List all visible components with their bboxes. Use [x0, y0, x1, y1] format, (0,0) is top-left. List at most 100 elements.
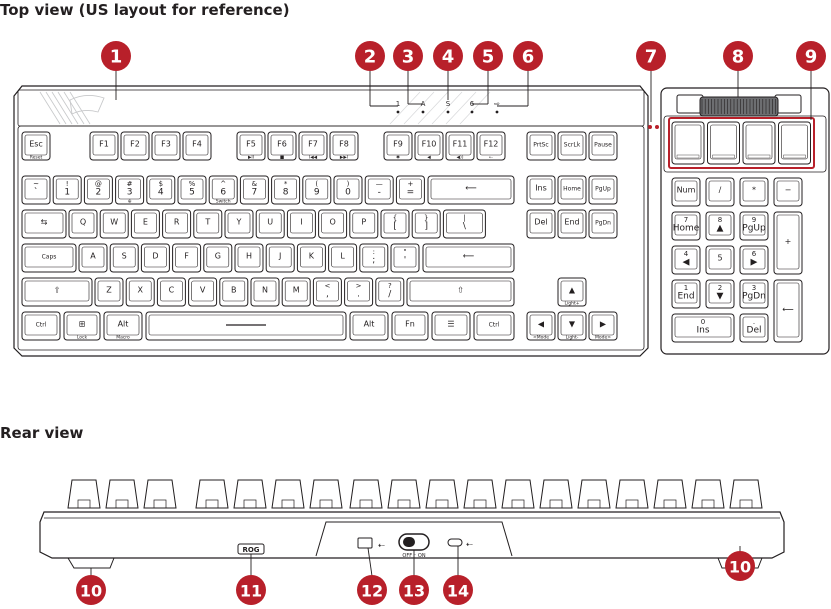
key-top	[776, 282, 800, 338]
key-label: F9	[393, 140, 403, 149]
key-top	[118, 178, 141, 200]
key-label: H	[246, 252, 252, 261]
key-top	[316, 280, 339, 302]
callout-circle	[355, 41, 385, 71]
callout-circle	[76, 575, 106, 605]
key-sublabel: ◀))	[457, 155, 464, 161]
magnetic-connector	[648, 125, 652, 129]
key-cap	[557, 131, 587, 161]
key-label-upper: (	[315, 180, 318, 188]
key-cap	[739, 211, 769, 241]
key-cap	[773, 177, 803, 207]
key-cap	[219, 277, 249, 307]
rear-keycap	[691, 479, 725, 509]
key-sublabel: Lock	[77, 335, 88, 341]
key-label-lower: '	[404, 255, 406, 265]
magnetic-connector	[655, 125, 659, 129]
key-cap	[89, 131, 119, 161]
callout-14: 14	[443, 575, 473, 605]
callout-circle	[725, 551, 755, 581]
key-home: Home	[557, 175, 587, 205]
keycap-shape	[349, 479, 383, 509]
key-top	[253, 280, 277, 302]
key-cap	[773, 211, 803, 275]
key-cap	[296, 243, 326, 273]
status-indicator-led	[470, 110, 474, 114]
key-label-lower: 2	[96, 187, 102, 197]
key-top	[394, 314, 426, 336]
key-cap	[431, 311, 471, 341]
key-cap	[193, 209, 223, 239]
callout-12: 12	[357, 575, 387, 605]
key-top	[290, 212, 313, 234]
key-label-upper: |	[463, 214, 465, 222]
key-label: D	[152, 252, 158, 261]
key-top	[268, 246, 292, 268]
key-label-lower: =	[407, 187, 415, 197]
keycap-shape	[691, 479, 725, 509]
callout-2: 2	[355, 41, 385, 71]
rear-keycap	[105, 479, 139, 509]
key-cap	[427, 175, 515, 205]
key-f1: F1	[89, 131, 119, 161]
callout-3: 3	[393, 41, 423, 71]
key-cap	[411, 209, 441, 239]
key-top	[239, 134, 263, 156]
key-top	[362, 246, 386, 268]
key-q-row-10: {[	[380, 209, 410, 239]
rear-keycap	[233, 479, 267, 509]
key-top	[529, 178, 553, 200]
key-z-row-7: <,	[312, 277, 342, 307]
key-num-9: (9	[302, 175, 332, 205]
key-label-lower: 5	[189, 187, 195, 197]
keycap-stem	[625, 499, 639, 509]
key-sublabel: ▶II	[248, 155, 254, 161]
volume-roller	[699, 96, 779, 117]
key-cap	[125, 277, 155, 307]
port-recess	[315, 521, 513, 557]
roller-bracket-right	[774, 94, 802, 114]
key-sublabel: ■	[280, 156, 284, 161]
key-top	[708, 214, 732, 236]
key-top	[237, 246, 261, 268]
key-top	[674, 316, 732, 338]
key-label: F11	[453, 140, 468, 149]
keycap-shape	[425, 479, 459, 509]
key-label: Ins	[535, 184, 547, 193]
key-cap	[406, 277, 515, 307]
key-bottom-4: Alt	[349, 311, 389, 341]
key-top	[206, 246, 230, 268]
keycap-stem	[701, 499, 715, 509]
key-top	[708, 282, 732, 304]
keycap-shape	[67, 479, 101, 509]
key-arrow-up: ▲Light+	[557, 277, 587, 307]
key-label: X	[137, 286, 143, 295]
numpad-key-10: 6▶	[739, 245, 769, 275]
key-cap	[68, 209, 98, 239]
rear-keycap	[577, 479, 611, 509]
key-cap	[671, 211, 701, 241]
numpad-key-5: 8▲	[705, 211, 735, 241]
key-end: End	[557, 209, 587, 239]
macro-key-top	[710, 124, 737, 160]
key-cap	[236, 131, 266, 161]
key-cap	[103, 311, 143, 341]
rear-keycap	[271, 479, 305, 509]
key-sublabel: <Mode	[533, 335, 549, 341]
key-label: F12	[484, 140, 499, 149]
key-top	[417, 134, 441, 156]
callout-13: 13	[399, 575, 429, 605]
macro-key-top	[674, 124, 702, 160]
key-label-upper: $	[159, 180, 163, 188]
key-label-upper: %	[189, 180, 196, 188]
key-enter: ⟵	[422, 243, 515, 273]
key-caps: Caps	[21, 243, 77, 273]
rear-keycap	[195, 479, 229, 509]
key-q-row-5: Y	[224, 209, 254, 239]
keycap-stem	[77, 499, 91, 509]
key-q-row-0: Q	[68, 209, 98, 239]
bezel-stripe	[57, 91, 79, 125]
numpad-key-enter: ⟵	[773, 279, 803, 343]
keycap-stem	[205, 499, 219, 509]
